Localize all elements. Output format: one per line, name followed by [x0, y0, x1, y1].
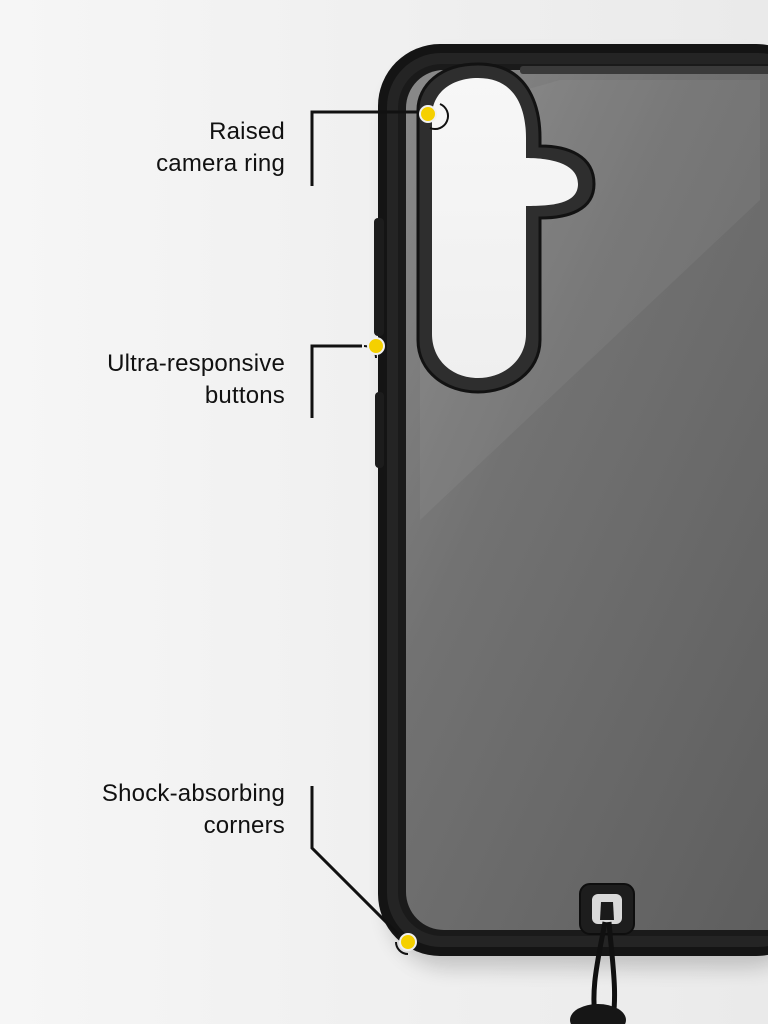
- lanyard-tether: [570, 883, 635, 1024]
- callout-buttons-line2: buttons: [204, 382, 285, 409]
- corners-marker-dot: [399, 933, 417, 951]
- callout-buttons: Ultra-responsive buttons: [107, 348, 285, 412]
- callout-camera-ring: Raised camera ring: [156, 116, 285, 180]
- callout-line-corners: [310, 786, 400, 936]
- callout-line-buttons: [310, 344, 362, 418]
- callout-camera-line2: camera ring: [156, 150, 285, 177]
- camera-ring-marker-dot: [419, 105, 437, 123]
- callout-corners-line1: Shock-absorbing: [101, 780, 285, 807]
- callout-corners-line2: corners: [203, 812, 285, 839]
- callout-buttons-line1: Ultra-responsive: [107, 350, 285, 377]
- camera-ring: [416, 62, 596, 394]
- buttons-marker-dot: [367, 337, 385, 355]
- callout-camera-line1: Raised: [209, 118, 285, 145]
- callout-line-camera: [310, 110, 420, 186]
- side-buttons: [374, 218, 384, 468]
- callout-corners: Shock-absorbing corners: [102, 778, 285, 842]
